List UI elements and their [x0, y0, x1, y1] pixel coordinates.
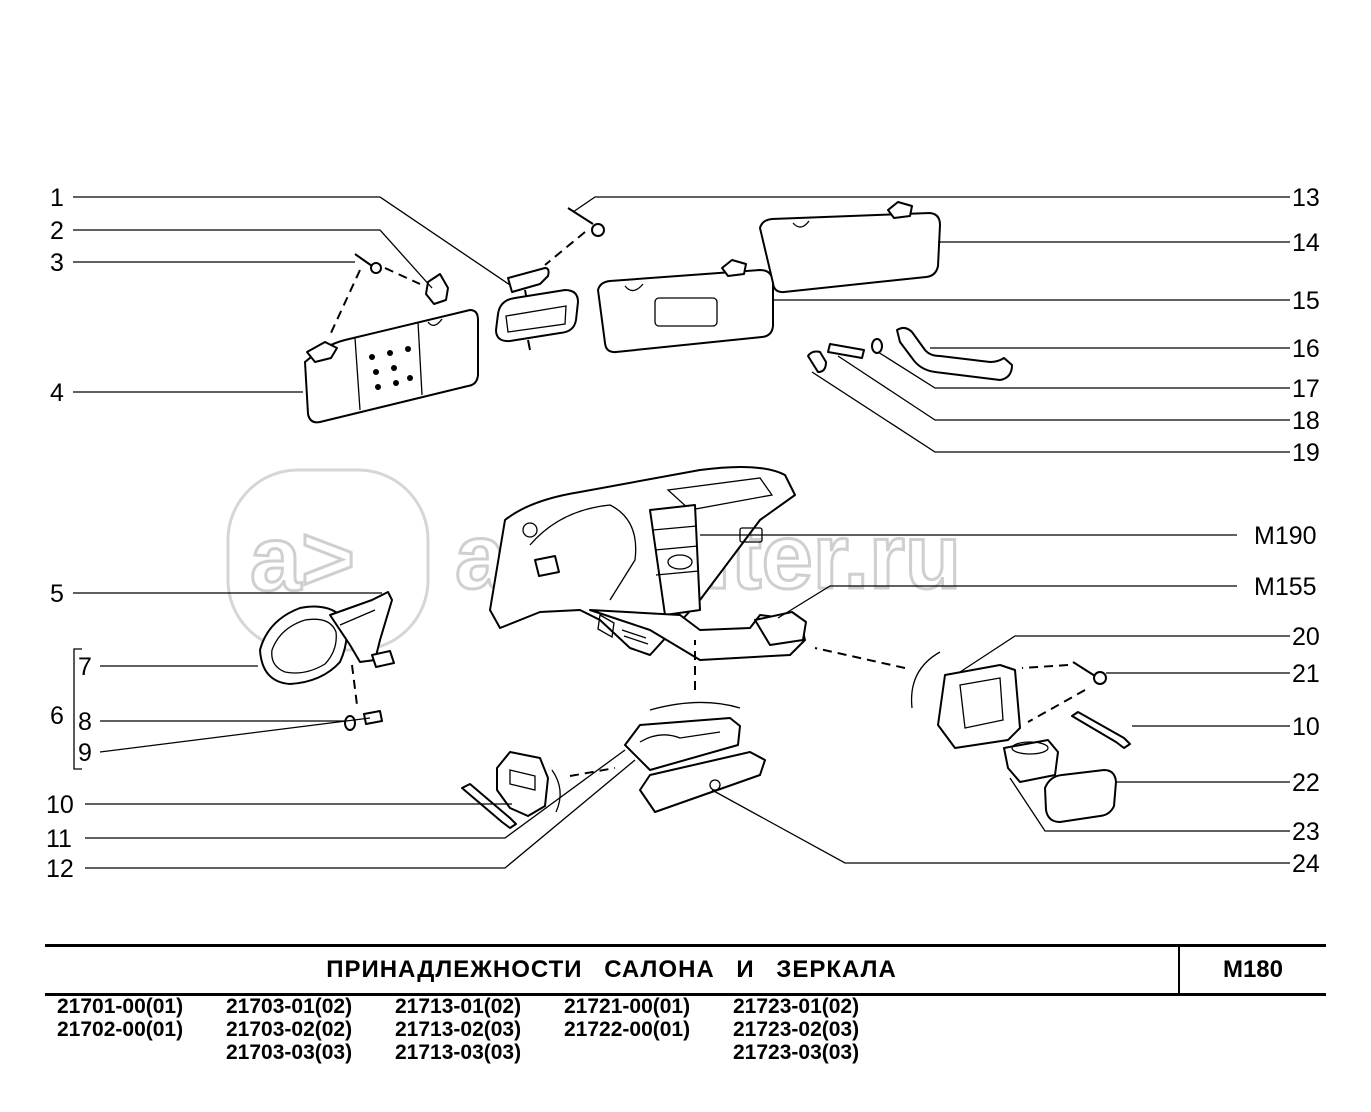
callout-1: 1 — [50, 184, 64, 212]
callout-23: 23 — [1292, 818, 1320, 846]
rear-view-mirror — [495, 267, 579, 351]
model-code: 21723-02(03) — [733, 1018, 860, 1041]
leader-lines — [73, 196, 1290, 869]
page-title: ПРИНАДЛЕЖНОСТИ САЛОНА И ЗЕРКАЛА — [326, 956, 897, 983]
model-code: 21723-01(02) — [733, 995, 860, 1018]
callout-16: 16 — [1292, 335, 1320, 363]
sun-visor-mirror — [597, 259, 774, 354]
console-tray — [624, 701, 741, 771]
pin-10-right — [1071, 711, 1131, 749]
assembly-arrow-8 — [351, 664, 358, 706]
callout-20: 20 — [1292, 623, 1320, 651]
model-list-3: 21713-01(02) 21713-02(03) 21713-03(03) — [395, 995, 521, 1064]
outside-mirror — [259, 591, 395, 685]
model-code: 21722-00(01) — [564, 1018, 691, 1041]
title-divider — [1178, 947, 1180, 993]
assembly-arrow-21a — [1021, 664, 1069, 669]
assembly-arrow-11 — [569, 767, 616, 777]
assembly-arrow-3 — [329, 269, 361, 336]
cup-holder — [1003, 739, 1059, 783]
watermark-logo-text: a> — [250, 508, 355, 610]
assembly-arrow-20 — [814, 647, 906, 669]
callout-12: 12 — [46, 855, 74, 883]
callout-3: 3 — [50, 249, 64, 277]
handle-fasteners — [807, 338, 883, 373]
sun-visor-left — [304, 309, 479, 424]
screw-13 — [567, 207, 605, 237]
model-code: 21701-00(01) — [57, 995, 184, 1018]
model-code: 21721-00(01) — [564, 995, 691, 1018]
page-code: M180 — [1222, 956, 1284, 983]
callout-7: 7 — [78, 653, 92, 681]
model-code: 21703-02(02) — [226, 1018, 353, 1041]
callout-13: 13 — [1292, 184, 1320, 212]
callout-22: 22 — [1292, 769, 1320, 797]
callout-18: 18 — [1292, 407, 1320, 435]
callout-5: 5 — [50, 580, 64, 608]
model-code: 21703-03(03) — [226, 1041, 353, 1064]
model-code: 21723-03(03) — [733, 1041, 860, 1064]
callout-14: 14 — [1292, 229, 1320, 257]
cup-holder-cover — [1044, 769, 1117, 823]
bracket-6 — [73, 648, 82, 770]
model-code: 21713-02(03) — [395, 1018, 522, 1041]
visor-clip — [425, 273, 449, 305]
assembly-arrow-2 — [384, 267, 421, 285]
sun-visor-right — [759, 201, 941, 294]
screw-21 — [1072, 661, 1107, 685]
callout-m155: M155 — [1254, 573, 1317, 601]
title-block: ПРИНАДЛЕЖНОСТИ САЛОНА И ЗЕРКАЛА M180 — [45, 944, 1326, 996]
callouts-right: 13 14 15 16 17 18 19 M190 M155 20 21 10 … — [1254, 184, 1320, 878]
arc-11 — [551, 769, 561, 813]
model-code: 21713-03(03) — [395, 1041, 522, 1064]
callout-21: 21 — [1292, 660, 1320, 688]
callouts-left: 1 2 3 4 5 6 7 8 9 10 11 12 — [46, 184, 92, 883]
model-code: 21702-00(01) — [57, 1018, 184, 1041]
grab-handle — [896, 326, 1013, 381]
callout-15: 15 — [1292, 287, 1320, 315]
callout-24: 24 — [1292, 850, 1320, 878]
model-list-4: 21721-00(01) 21722-00(01) — [564, 995, 690, 1041]
callout-9: 9 — [78, 739, 92, 767]
mirror-fasteners — [344, 710, 383, 731]
callout-2: 2 — [50, 217, 64, 245]
callout-8: 8 — [78, 708, 92, 736]
pin-10-left — [461, 783, 517, 829]
model-list-2: 21703-01(02) 21703-02(02) 21703-03(03) — [226, 995, 352, 1064]
callout-11: 11 — [46, 825, 72, 853]
arc-20 — [910, 651, 941, 709]
assembly-arrow-21b — [1027, 689, 1086, 723]
model-code: 21713-01(02) — [395, 995, 522, 1018]
callout-m190: M190 — [1254, 522, 1317, 550]
screw-3 — [354, 253, 382, 274]
callout-17: 17 — [1292, 375, 1320, 403]
model-code: 21703-01(02) — [226, 995, 353, 1018]
assembly-arrow-13 — [544, 231, 586, 266]
callout-19: 19 — [1292, 439, 1320, 467]
callout-10-left: 10 — [46, 791, 74, 819]
model-list-5: 21723-01(02) 21723-02(03) 21723-03(03) — [733, 995, 859, 1064]
cup-holder-frame — [937, 664, 1021, 749]
callout-6: 6 — [50, 702, 64, 730]
callout-10-right: 10 — [1292, 713, 1320, 741]
callout-4: 4 — [50, 379, 64, 407]
model-list-1: 21701-00(01) 21702-00(01) — [57, 995, 183, 1041]
console-lid — [639, 751, 766, 813]
storage-pocket — [496, 751, 549, 817]
instrument-panel — [489, 465, 807, 661]
